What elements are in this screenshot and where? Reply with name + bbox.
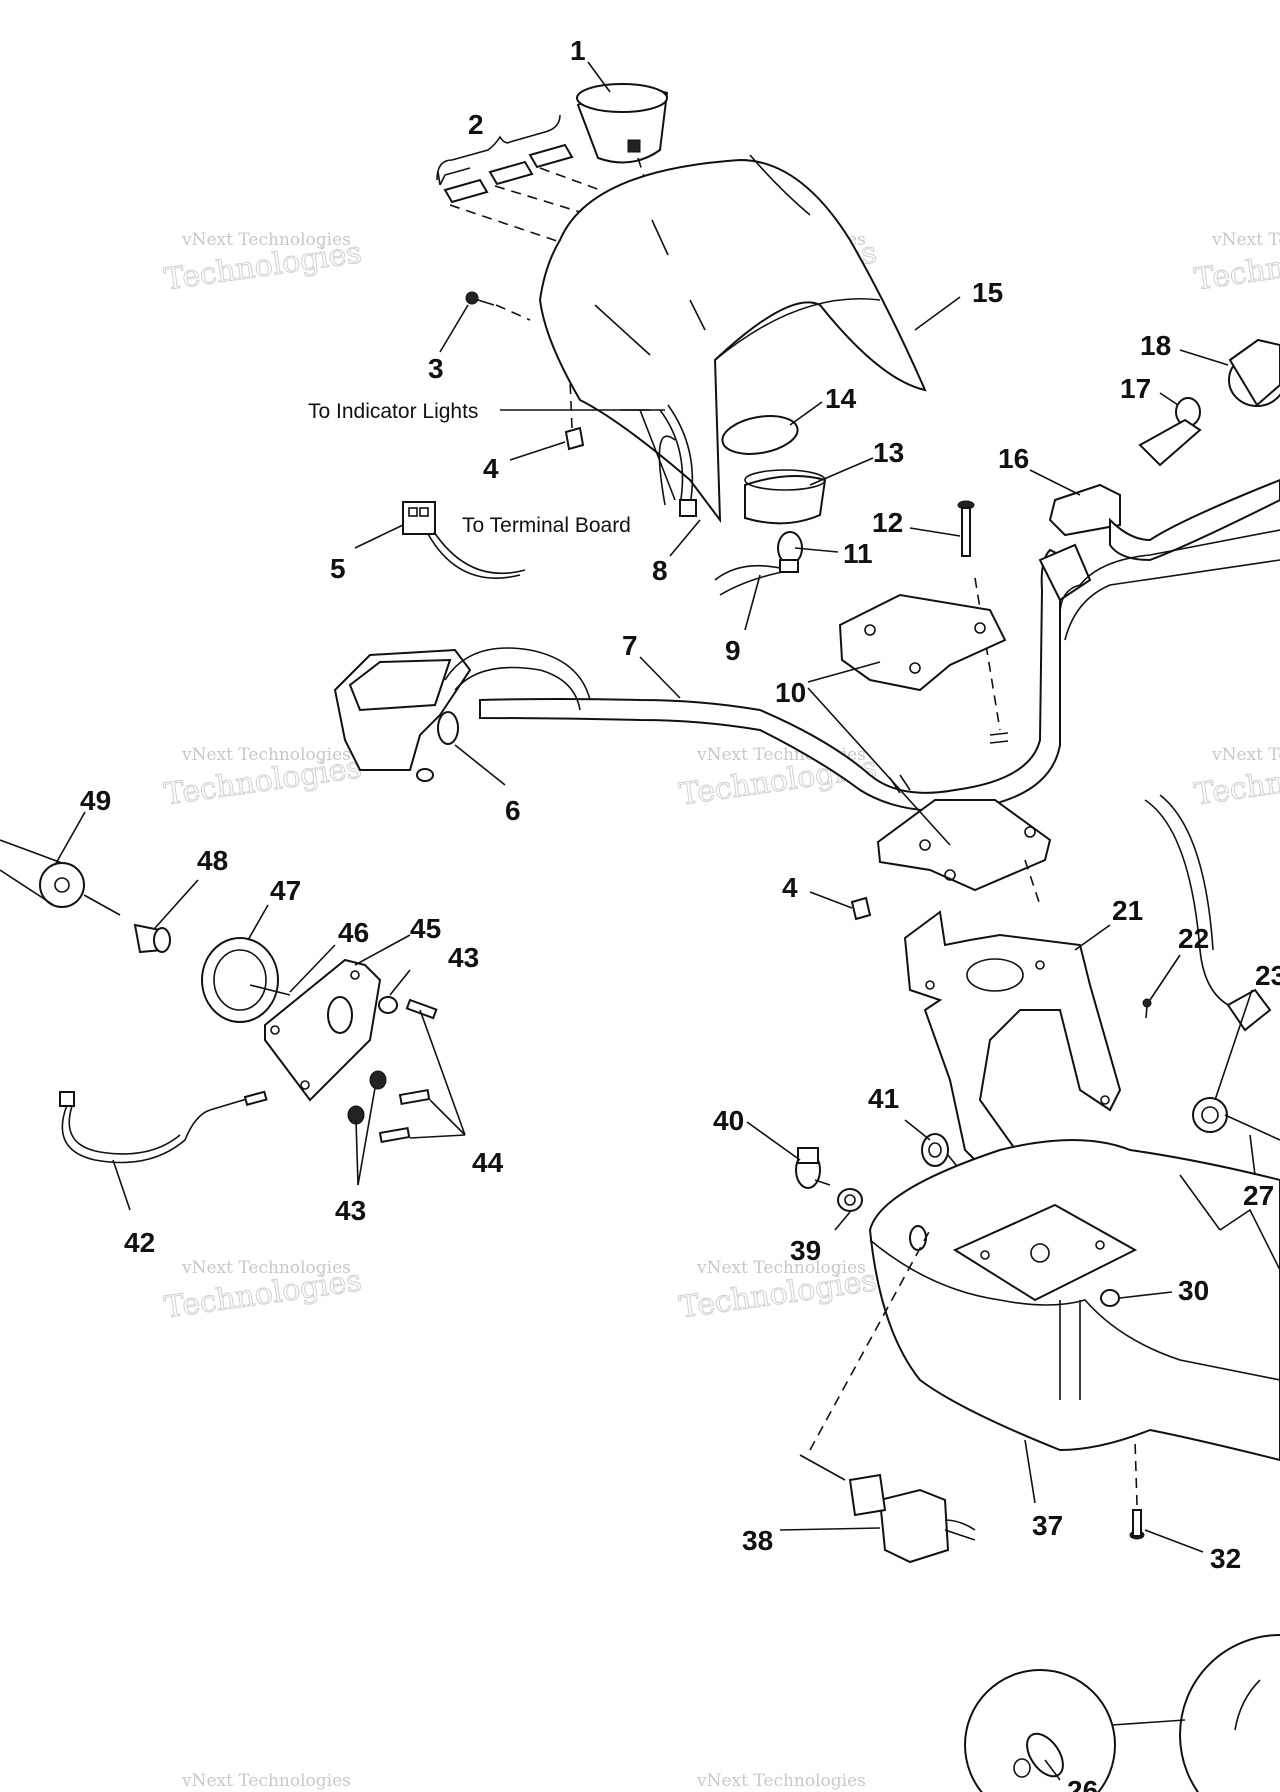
callout-44: 44	[472, 1147, 504, 1178]
callout-9: 9	[725, 635, 741, 666]
callout-2: 2	[468, 109, 484, 140]
callout-15: 15	[972, 277, 1003, 308]
handlebar-part	[479, 529, 1280, 812]
gasket-ring-part	[201, 937, 279, 1023]
callout-10: 10	[775, 677, 806, 708]
clip-part	[850, 896, 872, 921]
callout-21: 21	[1112, 895, 1143, 926]
upper-clamp-part	[838, 593, 1007, 692]
callout-43: 43	[448, 942, 479, 973]
callout-49: 49	[80, 785, 111, 816]
nut-part	[1100, 1289, 1120, 1307]
watermark-text: vNext Technologies	[696, 1771, 866, 1791]
left-control-housing-part	[333, 647, 591, 782]
callout-3: 3	[428, 353, 444, 384]
washer-part	[921, 1133, 961, 1171]
callout-8: 8	[652, 555, 668, 586]
callout-1: 1	[570, 35, 586, 66]
callout-26: 26	[1067, 1775, 1098, 1792]
watermark-text: vNext Technologies	[181, 745, 351, 765]
throttle-grip-part	[1175, 338, 1280, 427]
indicator-lenses-part	[436, 114, 601, 243]
pin-part	[249, 984, 291, 996]
gauge-cup-part	[576, 83, 669, 181]
notes: To Indicator Lights To Terminal Board	[308, 400, 631, 537]
callout-42: 42	[124, 1227, 155, 1258]
callout-16: 16	[998, 443, 1029, 474]
washer-part	[378, 996, 398, 1014]
watermark-text: vNext Technologies	[181, 230, 351, 250]
callout-22: 22	[1178, 923, 1209, 954]
cable-connector-part	[1144, 794, 1272, 1032]
callout-38: 38	[742, 1525, 773, 1556]
clip-part	[564, 379, 585, 451]
bulb-part	[714, 531, 803, 596]
lower-clamp-part	[876, 799, 1052, 906]
nut-part	[347, 1070, 387, 1125]
instrument-hood-part	[538, 154, 927, 524]
callout-39: 39	[790, 1235, 821, 1266]
callout-4: 4	[483, 453, 499, 484]
bolt-part	[378, 998, 438, 1144]
callout-5: 5	[330, 553, 346, 584]
watermark-text: vNext Technologies	[1211, 745, 1280, 765]
callout-4: 4	[782, 872, 798, 903]
bolt-part	[957, 500, 1001, 731]
callout-46: 46	[338, 917, 369, 948]
callout-48: 48	[197, 845, 228, 876]
watermark-text: vNext Technologies	[181, 1771, 351, 1791]
callout-13: 13	[873, 437, 904, 468]
mounting-bracket-part	[903, 910, 1122, 1192]
watermark-text: vNext Technologies	[1211, 230, 1280, 250]
callout-41: 41	[868, 1083, 899, 1114]
note-to-terminal-board: To Terminal Board	[462, 514, 631, 537]
callout-45: 45	[410, 913, 441, 944]
screw-part	[465, 291, 531, 321]
grip-part	[0, 839, 121, 916]
fitting-part	[133, 923, 171, 954]
connector-part	[402, 501, 526, 579]
indicator-harness-part	[658, 404, 697, 517]
callout-37: 37	[1032, 1510, 1063, 1541]
dash-panel-part	[868, 1139, 1280, 1462]
lens-ring-part	[721, 415, 799, 455]
throttle-housing-part	[1048, 418, 1280, 562]
cable-part	[59, 1090, 268, 1164]
callout-7: 7	[622, 630, 638, 661]
callout-23: 23	[1255, 960, 1280, 991]
ignition-switch-part	[799, 1229, 976, 1564]
callout-27: 27	[1243, 1180, 1274, 1211]
callout-32: 32	[1210, 1543, 1241, 1574]
leader-lines	[54, 61, 1256, 1781]
callout-18: 18	[1140, 330, 1171, 361]
callout-40: 40	[713, 1105, 744, 1136]
detail-view-part	[964, 1634, 1280, 1792]
callout-30: 30	[1178, 1275, 1209, 1306]
callout-11: 11	[843, 538, 873, 569]
toggle-switch-part	[795, 1147, 831, 1189]
callout-43: 43	[335, 1195, 366, 1226]
watermark-text: vNext Technologies	[181, 1258, 351, 1278]
lock-nut-part	[837, 1188, 863, 1212]
bezel-clamp-part	[744, 469, 827, 525]
screw-part	[1142, 998, 1152, 1019]
callout-6: 6	[505, 795, 521, 826]
mounting-plate-part	[264, 958, 382, 1102]
callout-14: 14	[825, 383, 857, 414]
callout-47: 47	[270, 875, 301, 906]
watermark-text: vNext Technologies	[696, 1258, 866, 1278]
note-to-indicator-lights: To Indicator Lights	[308, 400, 478, 423]
callout-labels: 1 2 3 4 5 6 7 8 9 10 11 12 13 14 15 16 1…	[80, 35, 1280, 1792]
callout-12: 12	[872, 507, 903, 538]
bolt-part	[1129, 1439, 1145, 1540]
gear-part	[1192, 1097, 1280, 1141]
callout-17: 17	[1120, 373, 1151, 404]
